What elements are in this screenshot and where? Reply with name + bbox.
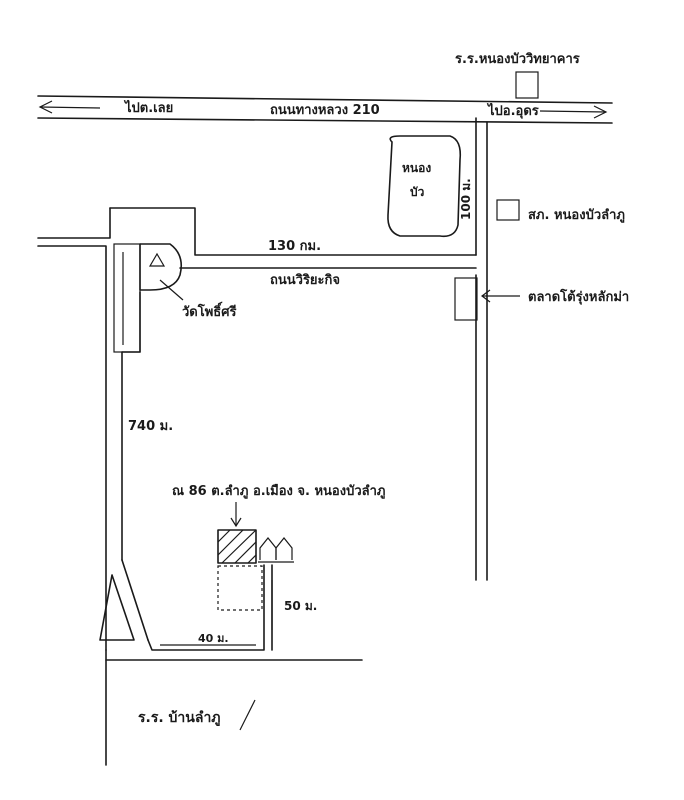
wiriyakit-road bbox=[109, 207, 477, 269]
arrow-right-icon bbox=[539, 105, 608, 119]
label-dist-house-w: 40 ม. bbox=[198, 632, 229, 645]
market-building bbox=[454, 277, 478, 321]
left-crossroad bbox=[37, 207, 141, 651]
label-soi: ถนนวิริยะกิจ bbox=[270, 273, 340, 288]
right-vertical-road bbox=[475, 117, 488, 581]
market-arrow-icon bbox=[481, 289, 520, 303]
school-top-building bbox=[515, 71, 539, 99]
label-police: สภ. หนองบัวลำภู bbox=[528, 207, 625, 223]
label-dist-pond: 100 ม. bbox=[459, 178, 473, 220]
arrow-left-icon bbox=[38, 100, 101, 114]
label-to-loei: ไปต.เลย bbox=[123, 99, 173, 116]
label-school-top: ร.ร.หนองบัววิทยาคาร bbox=[455, 52, 580, 67]
temple-pointer bbox=[159, 279, 184, 301]
label-pond-1: หนอง bbox=[402, 161, 431, 175]
label-pond-2: บัว bbox=[410, 185, 425, 199]
highway-210 bbox=[37, 95, 613, 124]
label-to-udon: ไปอ.อุดร bbox=[486, 102, 539, 119]
label-dist-road: 130 กม. bbox=[268, 239, 321, 254]
label-address: ณ 86 ต.ลำภู อ.เมือง จ. หนองบัวลำภู bbox=[172, 483, 385, 499]
police-station-building bbox=[496, 199, 520, 221]
temple-wall bbox=[113, 243, 141, 353]
label-dist-house-h: 50 ม. bbox=[284, 599, 317, 613]
property-dotted-lot bbox=[217, 565, 263, 611]
address-arrow-icon bbox=[230, 502, 242, 528]
property-lot bbox=[217, 529, 257, 564]
temple-plot bbox=[139, 243, 183, 291]
label-market: ตลาดโต้รุ่งหลักม่า bbox=[528, 288, 629, 305]
nong-bua-pond bbox=[387, 135, 462, 238]
lower-junction bbox=[99, 559, 363, 766]
label-school-bottom: ร.ร. บ้านลำภู bbox=[138, 710, 221, 726]
label-highway: ถนนทางหลวง 210 bbox=[270, 103, 380, 118]
label-dist-side: 740 ม. bbox=[128, 419, 173, 434]
house-icon bbox=[258, 537, 294, 563]
label-temple: วัดโพธิ์ศรี bbox=[182, 301, 236, 320]
school-bottom-pointer bbox=[239, 699, 256, 731]
temple-triangle-icon bbox=[148, 252, 166, 267]
